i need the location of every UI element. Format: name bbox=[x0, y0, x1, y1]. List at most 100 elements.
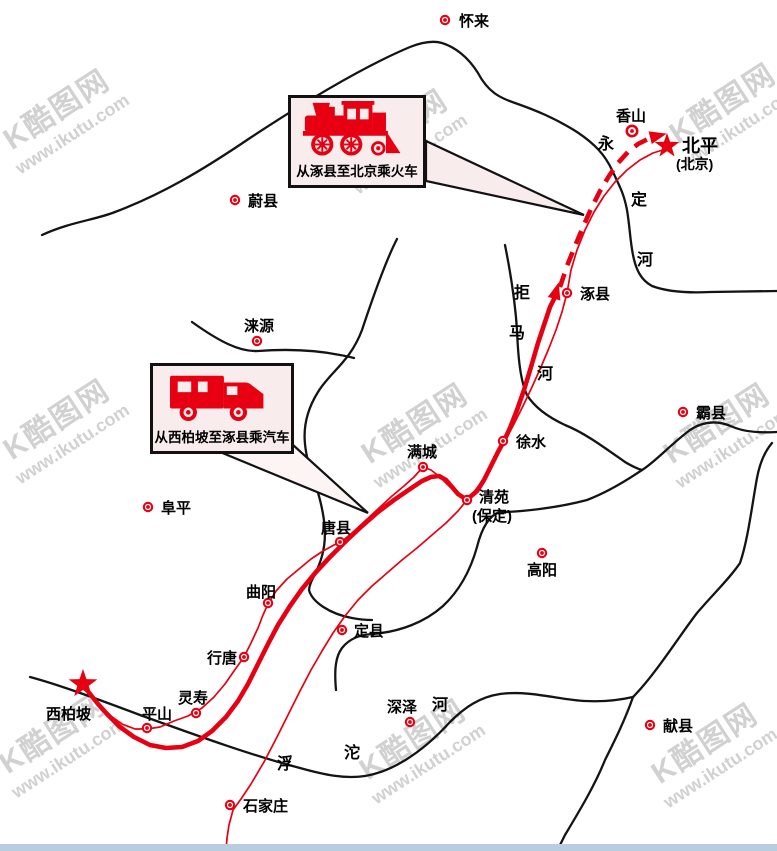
city-item: 蔚县 bbox=[229, 192, 278, 210]
city-item: 行唐 bbox=[206, 649, 250, 667]
city-dot-core bbox=[565, 291, 569, 295]
truck-icon bbox=[153, 366, 291, 426]
city-label: 北平 bbox=[682, 136, 718, 156]
city-item: 定县 bbox=[336, 622, 384, 640]
city-label: 满城 bbox=[407, 443, 437, 461]
city-item: 献县 bbox=[644, 717, 693, 735]
baoding-southwest-line bbox=[334, 468, 644, 692]
train-icon bbox=[291, 98, 423, 160]
city-dot-core bbox=[501, 439, 505, 443]
city-item: 徐水 bbox=[497, 433, 547, 451]
city-item: 怀来 bbox=[439, 12, 490, 30]
juma-river-line bbox=[503, 243, 644, 472]
city-item: 灵寿 bbox=[178, 689, 208, 719]
mountain-ridge-yongding-river-line bbox=[40, 40, 777, 294]
city-item: 石家庄 bbox=[224, 797, 288, 815]
west-boundary-line bbox=[303, 237, 399, 622]
city-label: 霸县 bbox=[696, 404, 726, 422]
city-item: 满城 bbox=[407, 443, 437, 473]
city-label: 清苑 bbox=[479, 488, 509, 506]
city-dot-core bbox=[255, 339, 259, 343]
city-label: 西柏坡 bbox=[46, 705, 91, 723]
star-marker bbox=[68, 669, 98, 697]
city-dot-core bbox=[408, 720, 412, 724]
city-ring-center bbox=[630, 129, 634, 133]
city-dot-core bbox=[443, 18, 447, 22]
city-label: 行唐 bbox=[206, 649, 237, 667]
hutuo-river-northeast-branch bbox=[631, 441, 774, 699]
city-label: 香山 bbox=[616, 107, 646, 125]
city-label: 献县 bbox=[663, 717, 693, 735]
city-dot-core bbox=[194, 711, 198, 715]
city-item: 涿县 bbox=[561, 286, 610, 303]
city-label: 石家庄 bbox=[242, 797, 288, 815]
city-item: 西柏坡 bbox=[46, 669, 98, 723]
truck-callout-pointer bbox=[219, 442, 369, 515]
city-item: 香山 bbox=[616, 107, 646, 138]
city-item: 阜平 bbox=[142, 499, 191, 517]
truck-callout-caption: 从西柏坡至涿县乘汽车 bbox=[154, 430, 290, 445]
city-sublabel: (北京) bbox=[676, 156, 713, 172]
route-train-arrowhead bbox=[648, 131, 667, 145]
city-dot-core bbox=[540, 551, 544, 555]
train-callout-pointer bbox=[424, 139, 585, 217]
city-dot-core bbox=[340, 628, 344, 632]
city-item: 清苑(保定) bbox=[461, 488, 512, 525]
city-label: 灵寿 bbox=[178, 689, 208, 707]
cities-layer: 怀来蔚县涞源香山北平(北京)涿县霸县徐水满城清苑(保定)唐县高阳阜平曲阳定县行唐… bbox=[46, 12, 726, 815]
city-item: 涞源 bbox=[244, 317, 274, 347]
city-label: 曲阳 bbox=[246, 583, 276, 601]
city-label: 深泽 bbox=[387, 698, 417, 716]
route-train-dashed bbox=[557, 134, 655, 288]
train-callout-caption: 从涿县至北京乘火车 bbox=[296, 164, 418, 179]
bottom-strip bbox=[0, 844, 777, 851]
city-sublabel: (保定) bbox=[472, 507, 512, 525]
city-label: 徐水 bbox=[515, 433, 547, 451]
city-item: 深泽 bbox=[387, 698, 417, 728]
city-label: 定县 bbox=[354, 622, 384, 640]
city-dot-core bbox=[146, 505, 150, 509]
city-dot-core bbox=[681, 410, 685, 414]
river-name-char: 永 bbox=[597, 134, 614, 153]
hutuo-river-south-branch bbox=[555, 695, 635, 851]
river-name-char: 拒 bbox=[514, 283, 530, 302]
city-label: 唐县 bbox=[321, 519, 351, 537]
hutuo-river-line bbox=[28, 675, 635, 779]
river-name-char: 河 bbox=[637, 250, 653, 269]
city-label: 平山 bbox=[142, 706, 172, 723]
city-dot-core bbox=[228, 803, 232, 807]
city-item: 北平(北京) bbox=[654, 133, 718, 172]
city-dot-core bbox=[648, 723, 652, 727]
city-item: 唐县 bbox=[321, 519, 351, 548]
river-name-char: 河 bbox=[537, 364, 553, 383]
city-label: 高阳 bbox=[527, 561, 557, 579]
route-car-thick bbox=[81, 296, 557, 751]
city-dot-core bbox=[421, 465, 425, 469]
city-item: 曲阳 bbox=[246, 583, 276, 609]
route-car-arrowhead bbox=[547, 282, 561, 301]
city-dot-core bbox=[465, 498, 469, 502]
truck-callout: 从西柏坡至涿县乘汽车 bbox=[150, 363, 294, 454]
city-dot-core bbox=[145, 726, 149, 730]
river-name-char: 定 bbox=[630, 190, 647, 209]
river-name-char: 河 bbox=[432, 695, 448, 714]
train-callout: 从涿县至北京乘火车 bbox=[288, 95, 426, 188]
city-label: 怀来 bbox=[459, 12, 490, 30]
city-item: 霸县 bbox=[677, 404, 726, 422]
river-name-char: 马 bbox=[509, 324, 525, 342]
city-label: 涞源 bbox=[244, 317, 274, 335]
city-dot-core bbox=[233, 198, 237, 202]
laiyuan-valley-line bbox=[190, 320, 356, 360]
city-ring-marker bbox=[625, 124, 639, 138]
star-marker bbox=[654, 133, 680, 157]
city-item: 平山 bbox=[141, 706, 172, 734]
river-name-char: 浮 bbox=[277, 754, 293, 773]
